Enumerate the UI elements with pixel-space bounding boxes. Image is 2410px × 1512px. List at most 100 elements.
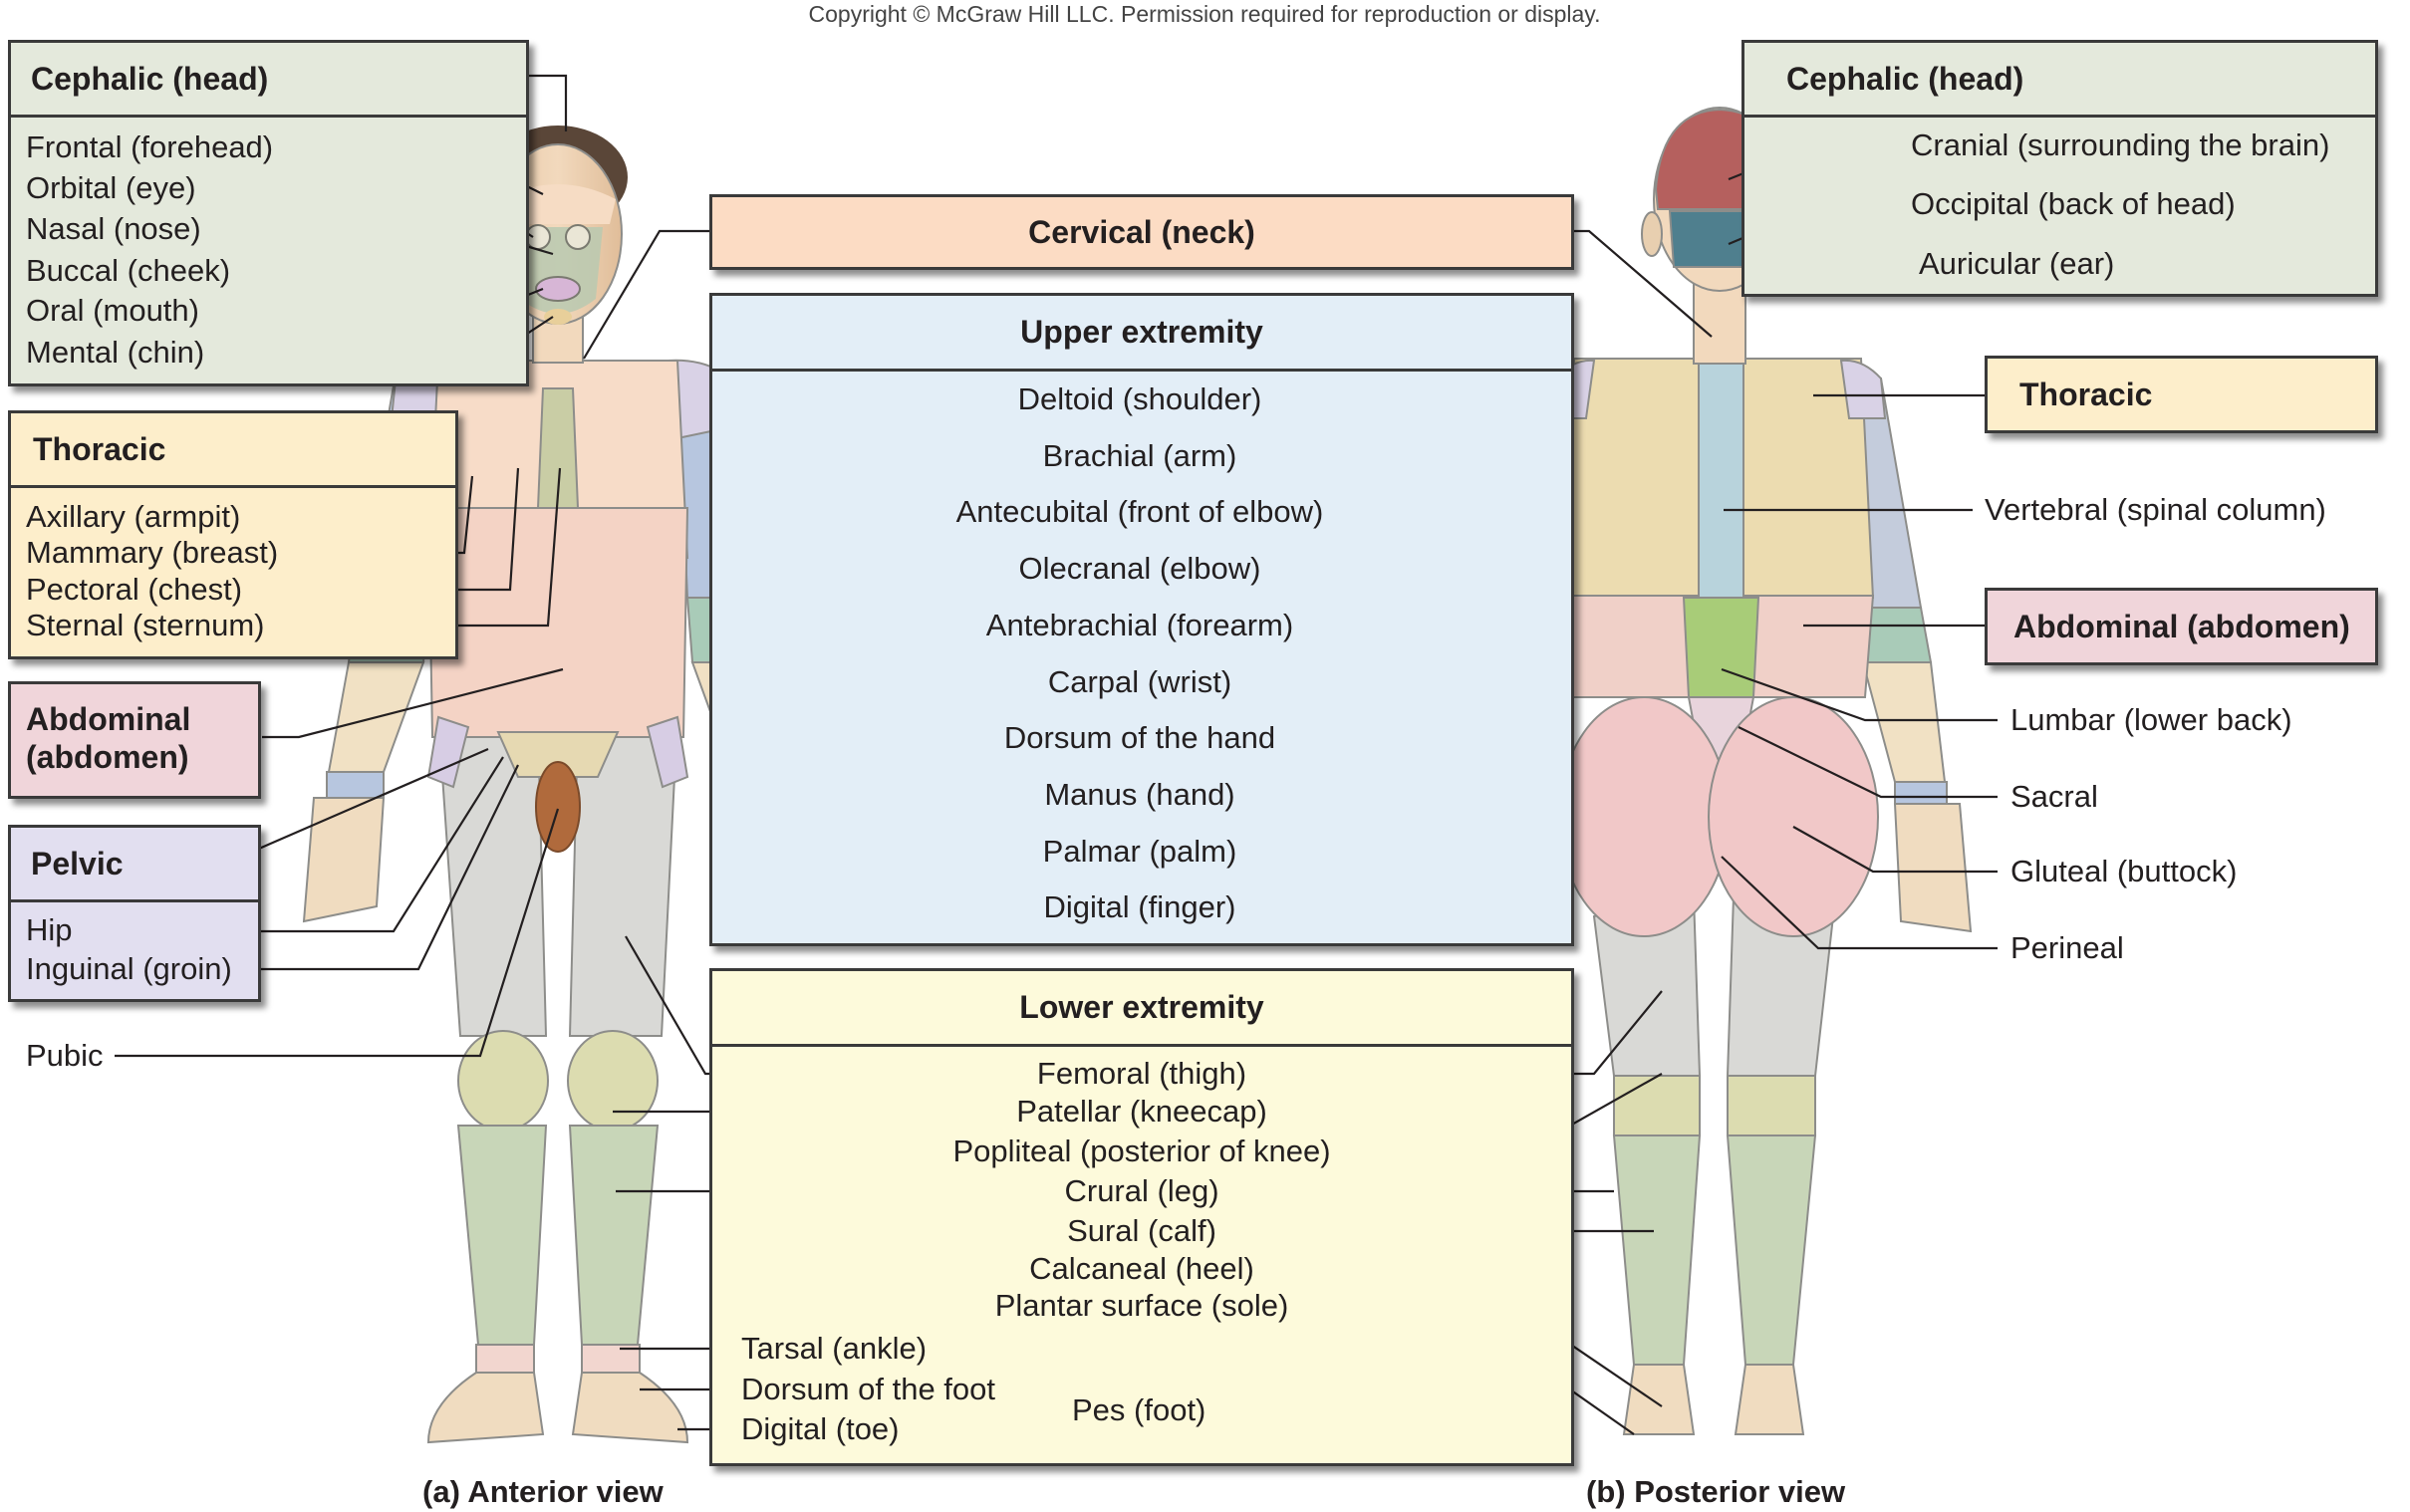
posterior-ear-left	[1641, 211, 1663, 257]
anterior-foot-right	[571, 1372, 689, 1444]
label-digital-finger: Digital (finger)	[1043, 889, 1236, 924]
label-buccal: Buccal (cheek)	[26, 253, 231, 288]
label-gluteal: Gluteal (buttock)	[2010, 854, 2238, 888]
label-crural: Crural (leg)	[1064, 1173, 1219, 1208]
anterior-eye-right	[565, 224, 591, 250]
label-brachial: Brachial (arm)	[1042, 438, 1237, 473]
leader-gluteal	[1792, 826, 1998, 874]
anterior-cephalic-title: Cephalic (head)	[11, 43, 526, 118]
leader-perineal	[1721, 856, 1998, 950]
posterior-lumbar-spine	[1682, 597, 1760, 698]
label-cranial: Cranial (surrounding the brain)	[1911, 127, 2330, 162]
cervical-title: Cervical (neck)	[1028, 213, 1255, 250]
leader-cervical-post	[1574, 229, 1713, 338]
upper-extremity-box: Upper extremity	[709, 293, 1574, 946]
posterior-popliteal-right	[1727, 1075, 1816, 1136]
anterior-hip-right	[646, 715, 689, 789]
anterior-abdominal-title-2: (abdomen)	[26, 739, 189, 775]
label-calcaneal: Calcaneal (heel)	[1029, 1251, 1254, 1286]
label-dorsum-foot: Dorsum of the foot	[741, 1372, 996, 1406]
label-auricular: Auricular (ear)	[1919, 246, 2115, 281]
label-nasal: Nasal (nose)	[26, 211, 201, 246]
anterior-chin	[544, 309, 572, 325]
label-vertebral: Vertebral (spinal column)	[1985, 492, 2326, 527]
label-digital-toe: Digital (toe)	[741, 1411, 900, 1446]
label-pectoral: Pectoral (chest)	[26, 572, 243, 607]
posterior-thoracic-box: Thoracic	[1985, 356, 2378, 433]
posterior-gluteal-right	[1708, 696, 1879, 937]
anterior-thoracic-title: Thoracic	[11, 413, 455, 488]
label-axillary: Axillary (armpit)	[26, 499, 241, 534]
leader-lumbar	[1721, 667, 1998, 722]
anterior-knee-left	[457, 1030, 549, 1132]
label-sacral: Sacral	[2010, 779, 2098, 814]
posterior-gluteal-left	[1558, 696, 1730, 937]
anterior-leg-right	[568, 1125, 660, 1346]
anterior-pelvic-box: Pelvic	[8, 825, 261, 1002]
label-sternal: Sternal (sternum)	[26, 608, 265, 642]
posterior-heel-right	[1734, 1364, 1805, 1435]
anterior-abdomen	[426, 507, 689, 738]
anterior-foot-left	[426, 1372, 545, 1444]
posterior-calf-left	[1612, 1134, 1702, 1366]
posterior-shoulder-right	[1839, 359, 1887, 419]
posterior-forearm-right	[1861, 661, 1947, 783]
posterior-cephalic-title: Cephalic (head)	[1744, 43, 2375, 118]
lower-extremity-title: Lower extremity	[712, 971, 1571, 1047]
leader-cervical-ant	[583, 229, 709, 360]
label-occipital: Occipital (back of head)	[1911, 186, 2236, 221]
label-plantar: Plantar surface (sole)	[994, 1288, 1289, 1323]
label-dorsum-hand: Dorsum of the hand	[1003, 720, 1276, 755]
leader-inguinal	[252, 764, 519, 971]
anterior-pelvic-title: Pelvic	[11, 828, 258, 902]
label-lumbar: Lumbar (lower back)	[2010, 702, 2292, 737]
leader-abdominal-ant	[262, 667, 564, 739]
posterior-hand-right	[1893, 803, 1973, 933]
posterior-abdominal-title: Abdominal (abdomen)	[2013, 608, 2350, 644]
label-popliteal: Popliteal (posterior of knee)	[952, 1134, 1331, 1168]
label-manus: Manus (hand)	[1044, 777, 1235, 812]
posterior-abdominal-box: Abdominal (abdomen)	[1985, 588, 2378, 665]
lower-extremity-box: Lower extremity	[709, 968, 1574, 1466]
label-antebrachial: Antebrachial (forearm)	[985, 608, 1294, 642]
copyright-notice: Copyright © McGraw Hill LLC. Permission …	[808, 1, 1601, 27]
cervical-box: Cervical (neck)	[709, 194, 1574, 270]
posterior-calf-right	[1726, 1134, 1817, 1366]
label-inguinal: Inguinal (groin)	[26, 951, 232, 986]
label-antecubital: Antecubital (front of elbow)	[955, 494, 1324, 529]
posterior-vertebral	[1698, 358, 1744, 599]
label-pubic: Pubic	[26, 1038, 104, 1073]
label-carpal: Carpal (wrist)	[1047, 664, 1232, 699]
label-deltoid: Deltoid (shoulder)	[1017, 381, 1262, 416]
anterior-abdominal-title-1: Abdominal	[26, 701, 191, 737]
upper-extremity-title: Upper extremity	[712, 296, 1571, 372]
posterior-popliteal-left	[1613, 1075, 1701, 1136]
label-patellar: Patellar (kneecap)	[1016, 1094, 1267, 1129]
posterior-wrist-right	[1894, 781, 1948, 805]
leader-pubic	[115, 808, 560, 1058]
anterior-wrist-left	[326, 771, 385, 799]
label-mental: Mental (chin)	[26, 335, 205, 370]
anterior-hand-left	[302, 797, 386, 923]
caption-anterior: (a) Anterior view	[422, 1474, 664, 1509]
anterior-genital	[535, 761, 581, 853]
label-sural: Sural (calf)	[1067, 1213, 1216, 1248]
anterior-eye-left	[525, 224, 551, 250]
label-orbital: Orbital (eye)	[26, 170, 196, 205]
label-perineal: Perineal	[2010, 930, 2124, 965]
caption-posterior: (b) Posterior view	[1586, 1474, 1846, 1509]
label-hip: Hip	[26, 912, 73, 947]
label-frontal: Frontal (forehead)	[26, 129, 274, 164]
label-tarsal: Tarsal (ankle)	[741, 1331, 928, 1366]
anterior-ankle-left	[475, 1344, 535, 1374]
anterior-thoracic-box: Thoracic	[8, 410, 458, 659]
label-palmar: Palmar (palm)	[1042, 834, 1237, 869]
label-femoral: Femoral (thigh)	[1036, 1056, 1247, 1091]
posterior-heel-left	[1622, 1364, 1696, 1435]
anterior-sternum	[536, 387, 580, 509]
anterior-pubic-region	[496, 731, 620, 778]
label-pes: Pes (foot)	[1072, 1392, 1206, 1427]
posterior-thoracic-title: Thoracic	[2019, 376, 2153, 412]
anterior-hip-left	[426, 715, 470, 789]
anterior-mouth	[535, 276, 581, 302]
